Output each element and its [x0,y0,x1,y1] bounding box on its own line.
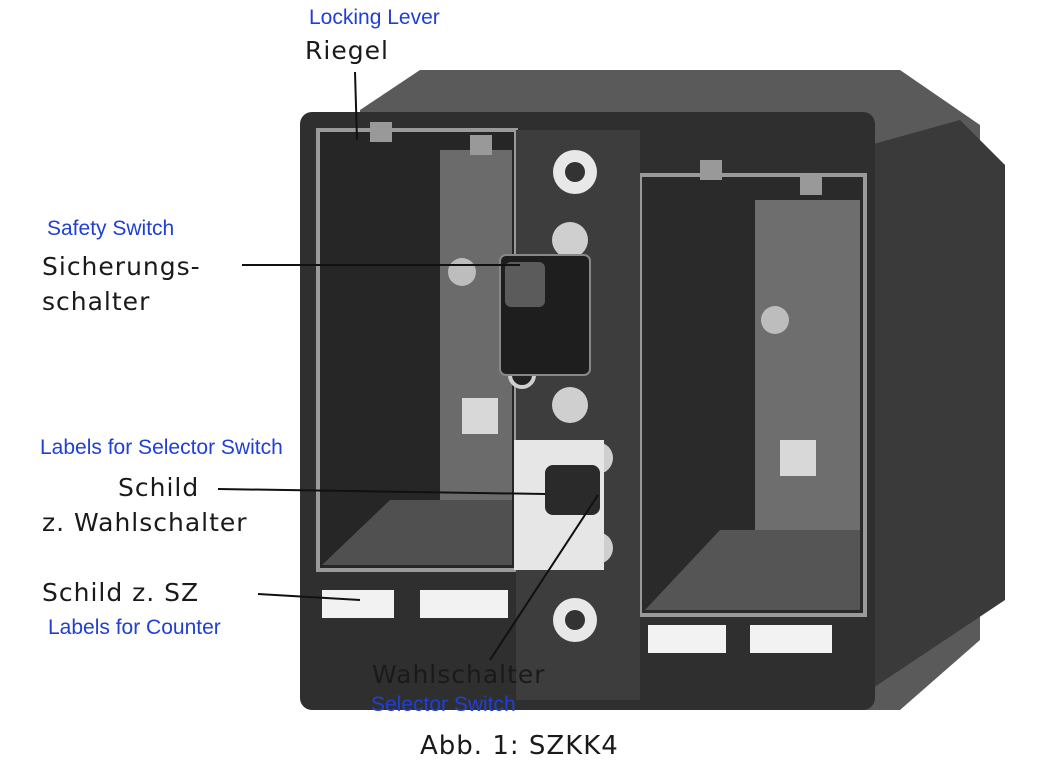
leader-schild-sz [257,593,361,601]
bottom-mount-hole-inner [565,610,585,630]
selector-labels-label-de-line2: z. Wahlschalter [42,508,248,537]
screw [448,258,476,286]
counter-label-slot [750,625,832,653]
top-mount-hole-inner [565,162,585,182]
locking-lever [700,160,722,180]
leader-wahlschalter [489,494,599,661]
screw [552,222,588,258]
housing-side [870,120,1005,690]
safety-switch-knob [505,262,545,307]
selector-switch-label-de: Wahlschalter [372,660,546,689]
locking-lever [800,175,822,195]
right-compartment-floor [645,530,860,610]
counter-labels-label-en: Labels for Counter [48,616,221,639]
selector-switch-knob [545,465,600,515]
left-compartment-floor [322,500,512,565]
counter-label-slot [648,625,726,653]
selector-switch-label-en: Selector Switch [371,693,516,716]
screw [552,387,588,423]
connector [462,398,498,434]
selector-labels-label-de-line1: Schild [118,473,200,502]
leader-schild-wahlschalter [217,488,546,495]
safety-switch-label-de-line2: schalter [42,287,151,316]
locking-lever-label-en: Locking Lever [309,6,440,29]
figure-caption: Abb. 1: SZKK4 [420,731,619,761]
screw [761,306,789,334]
leader-riegel [354,71,358,141]
right-compartment-back [755,200,860,560]
safety-switch-label-de-line1: Sicherungs- [42,252,201,281]
selector-labels-label-en: Labels for Selector Switch [40,436,283,459]
locking-lever [370,122,392,142]
counter-labels-label-de: Schild z. SZ [42,578,200,607]
safety-switch-label-en: Safety Switch [47,217,175,240]
connector [780,440,816,476]
counter-label-slot [322,590,394,618]
locking-lever [470,135,492,155]
locking-lever-label-de: Riegel [305,36,389,65]
counter-label-slot [420,590,508,618]
